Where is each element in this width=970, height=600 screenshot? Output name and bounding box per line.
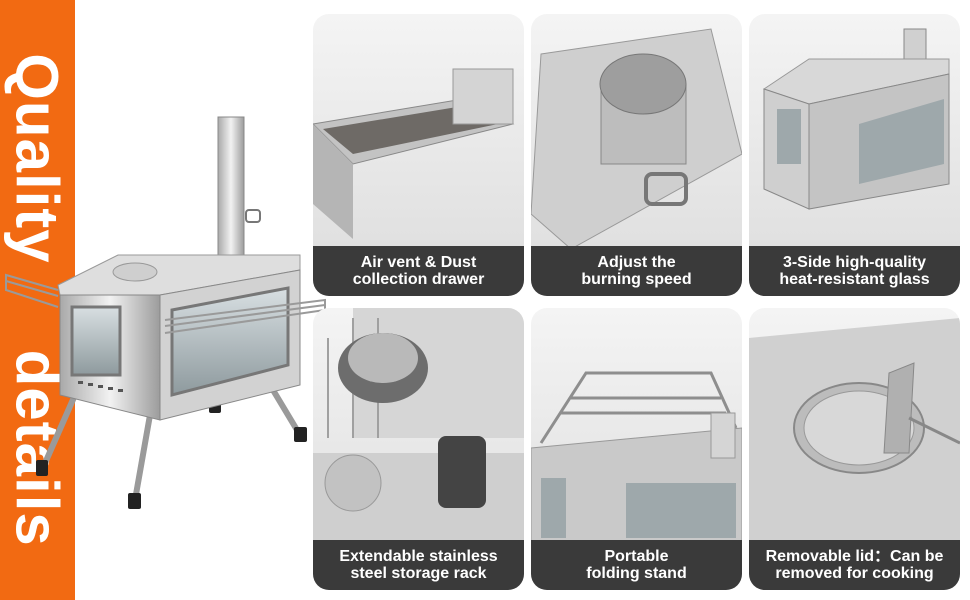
tile-caption: Extendable stainless steel storage rack [313,540,524,590]
ash-drawer-image [313,68,515,239]
storage-rack-image [313,308,524,543]
caption-line-2: burning speed [581,271,692,288]
feature-tile-folding-stand: Portable folding stand [531,308,742,590]
caption-line-2: steel storage rack [350,565,487,582]
tile-caption: 3-Side high-quality heat-resistant glass [749,246,960,296]
caption-line-1: Adjust the [597,254,676,271]
caption-line-1: Air vent & Dust [360,254,477,271]
feature-tile-storage-rack: Extendable stainless steel storage rack [313,308,524,590]
tile-caption: Adjust the burning speed [531,246,742,296]
removable-lid-image [749,318,960,543]
caption-line-2: heat-resistant glass [779,271,930,288]
caption-line-1: Portable [604,548,669,565]
tile-caption: Removable lid：Can be removed for cooking [749,540,960,590]
feature-tile-heat-resistant-glass: 3-Side high-quality heat-resistant glass [749,14,960,296]
feature-tile-air-vent: Air vent & Dust collection drawer [313,14,524,296]
caption-line-2: collection drawer [352,271,485,288]
caption-line-1: 3-Side high-quality [782,254,927,271]
tile-caption: Air vent & Dust collection drawer [313,246,524,296]
folding-stand-image [531,371,742,543]
tile-caption: Portable folding stand [531,540,742,590]
tent-stove-image [5,116,326,509]
damper-image [531,28,742,249]
caption-line-1: Removable lid：Can be [765,548,944,565]
feature-tile-removable-lid: Removable lid：Can be removed for cooking [749,308,960,590]
caption-line-2: folding stand [586,565,687,582]
caption-line-1: Extendable stainless [339,548,498,565]
caption-line-2: removed for cooking [775,565,934,582]
glass-stove-image [762,28,950,210]
feature-tile-burning-speed: Adjust the burning speed [531,14,742,296]
